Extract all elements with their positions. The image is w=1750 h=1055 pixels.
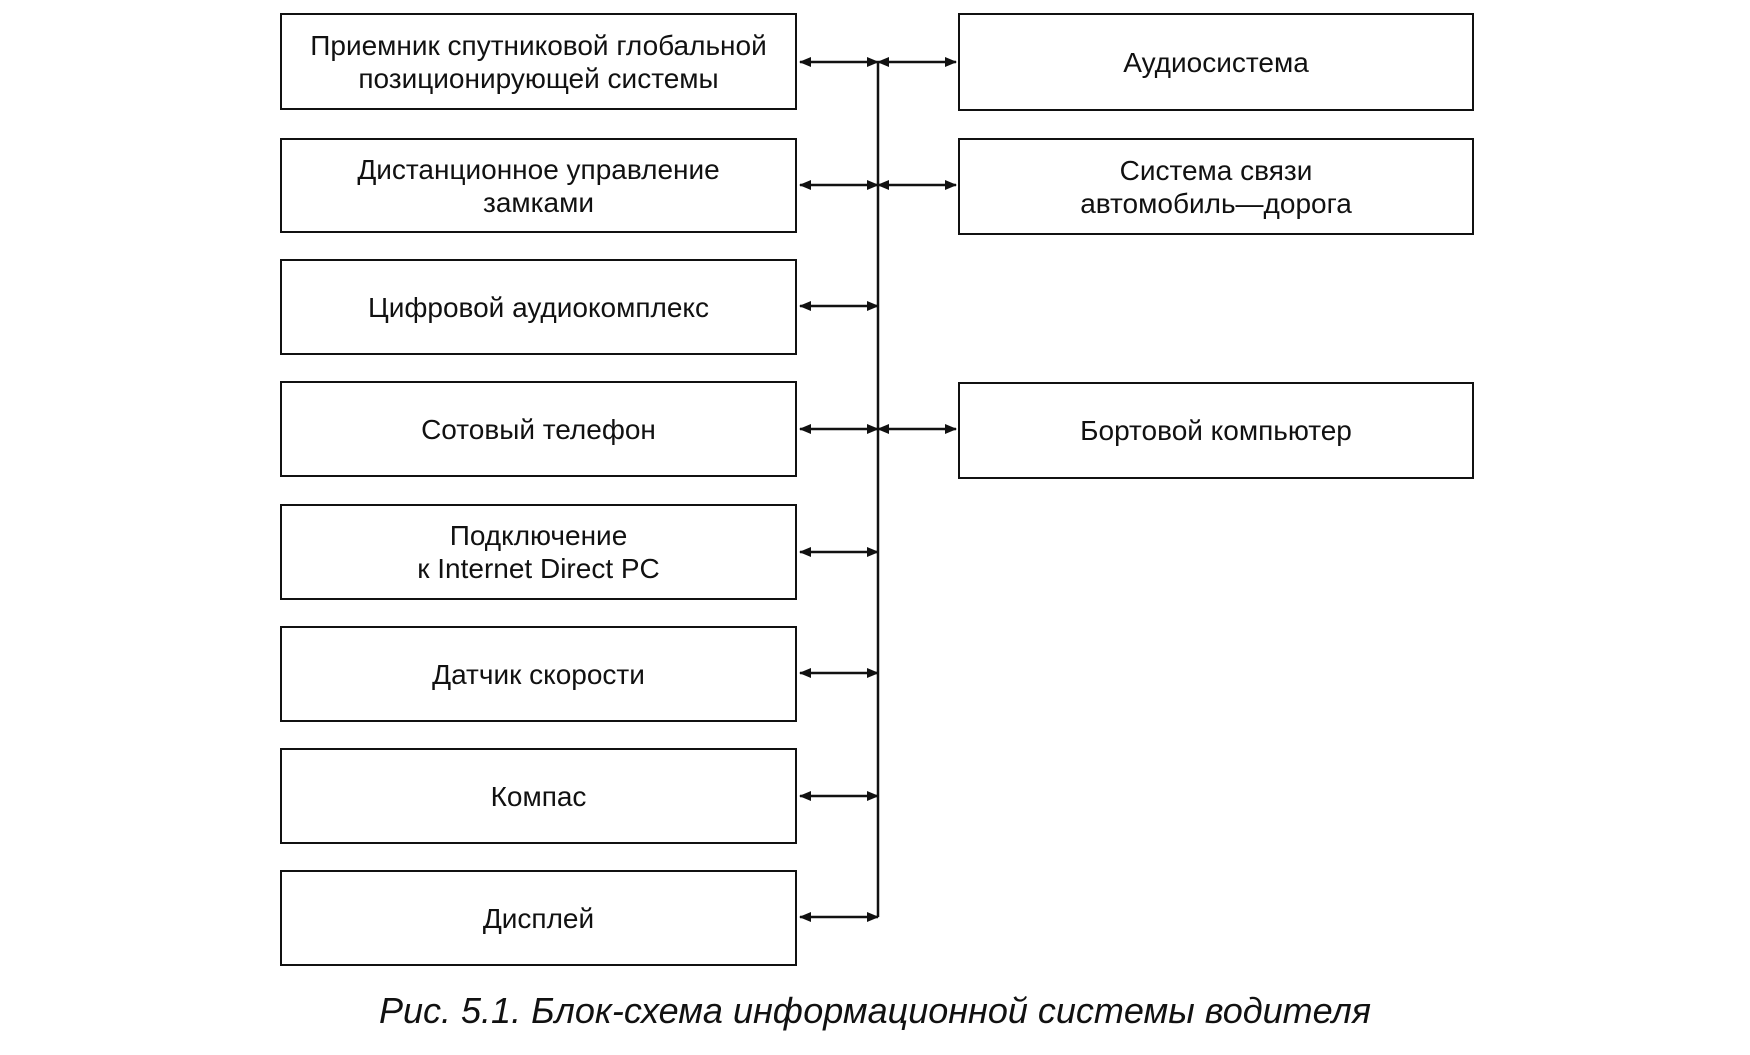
block-digital-audio-label: Цифровой аудиокомплекс: [368, 291, 709, 323]
block-onboard-computer: Бортовой компьютер: [958, 382, 1474, 479]
block-speed-sensor: Датчик скорости: [280, 626, 797, 722]
block-internet-line2: к Internet Direct PC: [417, 553, 660, 584]
block-vehicle-road-comm-line1: Система связи: [1119, 154, 1313, 186]
block-remote-locks-line1: Дистанционное управление: [357, 153, 720, 185]
block-compass-label: Компас: [490, 780, 587, 812]
block-internet-line1: Подключение: [449, 520, 628, 551]
block-vehicle-road-comm-line2: автомобиль—дорога: [1080, 187, 1352, 219]
block-audio-system: Аудиосистема: [958, 13, 1474, 111]
block-onboard-computer-label: Бортовой компьютер: [1080, 415, 1352, 446]
block-cell-phone-label: Сотовый телефон: [421, 413, 656, 445]
block-gps-receiver-line1: Приемник спутниковой глобальной: [310, 29, 767, 61]
block-compass: Компас: [280, 748, 797, 844]
block-display: Дисплей: [280, 870, 797, 966]
block-remote-locks-line2: замками: [483, 186, 594, 218]
block-speed-sensor-label: Датчик скорости: [432, 658, 645, 690]
block-digital-audio: Цифровой аудиокомплекс: [280, 259, 797, 355]
figure-caption: Рис. 5.1. Блок-схема информационной сист…: [379, 990, 1371, 1031]
block-cell-phone: Сотовый телефон: [280, 381, 797, 477]
block-display-label: Дисплей: [482, 902, 595, 934]
block-gps-receiver-line2: позиционирующей системы: [358, 62, 719, 94]
block-audio-system-label: Аудиосистема: [1123, 46, 1309, 78]
